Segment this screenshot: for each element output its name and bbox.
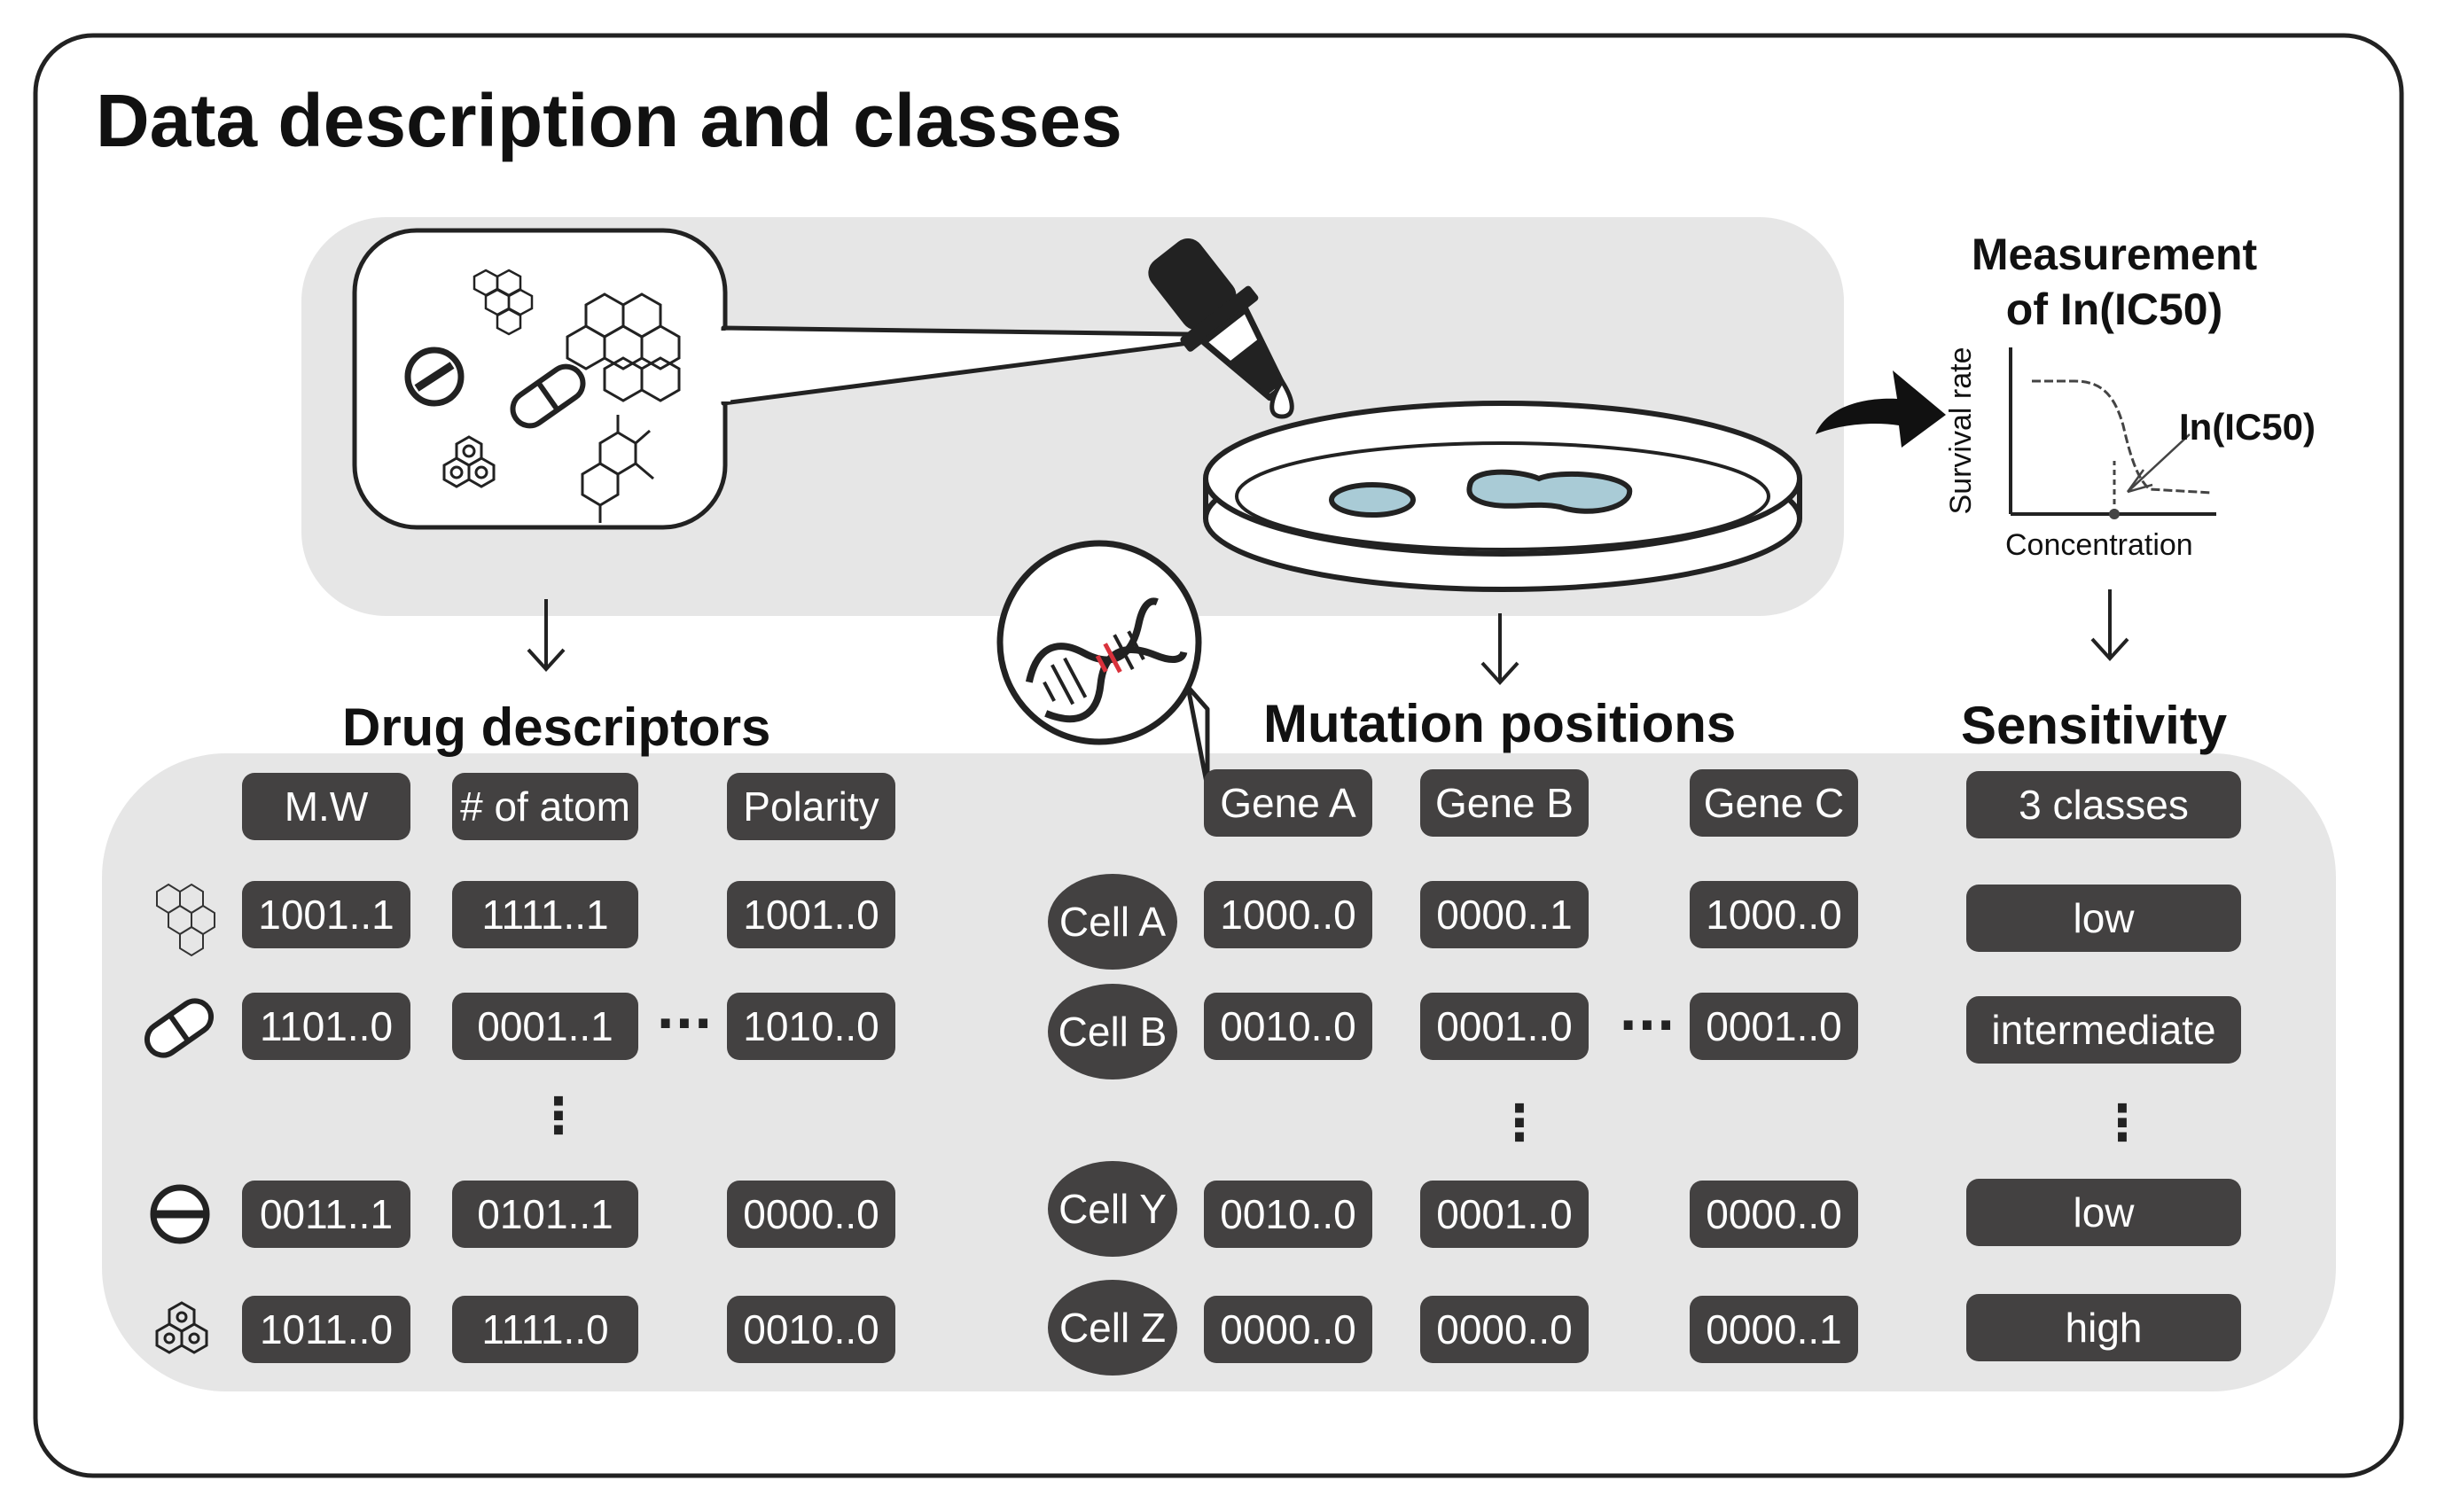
drug-header-mw: M.W — [242, 773, 410, 840]
sensitivity-value: high — [1966, 1294, 2241, 1361]
drug-cell: 0010..0 — [727, 1296, 895, 1363]
page-title: Data description and classes — [96, 79, 1122, 162]
drug-cell: 1101..0 — [242, 993, 410, 1060]
drug-cell: 0001..1 — [452, 993, 638, 1060]
mutation-ellipsis-horizontal: ··· — [1619, 997, 1675, 1055]
sensitivity-ellipsis-vertical: ⋮ — [2097, 1095, 2147, 1152]
drug-cell: 1001..1 — [242, 881, 410, 948]
drug-header-polarity: Polarity — [727, 773, 895, 840]
petri-dish-icon — [1203, 401, 1802, 592]
dropper-icon — [1148, 238, 1287, 401]
tablet-molecule-icon — [404, 347, 465, 407]
gene-header-c: Gene C — [1690, 769, 1858, 837]
down-arrow-icon — [1480, 613, 1519, 685]
mutation-cell: 0000..0 — [1690, 1181, 1858, 1248]
drug-cell: 0000..0 — [727, 1181, 895, 1248]
y-axis-label: Survival rate — [1944, 347, 1978, 515]
ic50-marker-label: In(IC50) — [2179, 406, 2316, 448]
polycyclic-molecule-icon — [566, 292, 681, 402]
mutation-cell: 0001..0 — [1420, 1181, 1589, 1248]
drug-cell: 1111..0 — [452, 1296, 638, 1363]
sensitivity-value: intermediate — [1966, 996, 2241, 1064]
drug-cell: 1011..0 — [242, 1296, 410, 1363]
mutation-cell: 1000..0 — [1204, 881, 1372, 948]
dna-magnifier — [996, 540, 1210, 790]
droplet-icon — [1269, 377, 1294, 419]
mutation-cell: 0010..0 — [1204, 993, 1372, 1060]
drug-cell: 1001..0 — [727, 881, 895, 948]
mutation-cell: 0000..0 — [1420, 1296, 1589, 1363]
mutation-cell: 0000..1 — [1690, 1296, 1858, 1363]
small-hexagon-molecule-icon — [473, 269, 534, 336]
mutation-cell: 0000..1 — [1420, 881, 1589, 948]
drug-cell: 1111..1 — [452, 881, 638, 948]
drug-descriptors-label: Drug descriptors — [342, 698, 771, 757]
sensitivity-value: low — [1966, 885, 2241, 952]
curved-arrow-icon — [1816, 370, 1946, 448]
measurement-title-line2: of In(IC50) — [2005, 284, 2223, 334]
mutation-cell: 1000..0 — [1690, 881, 1858, 948]
tablet-icon — [150, 1184, 210, 1244]
drug-header-atoms: # of atom — [452, 773, 638, 840]
drug-ellipsis-horizontal: ··· — [656, 995, 713, 1053]
x-axis-label: Concentration — [2005, 528, 2193, 562]
measurement-title-line1: Measurement — [1971, 230, 2258, 279]
cell-line-label: Cell A — [1048, 874, 1177, 970]
sensitivity-value: low — [1966, 1179, 2241, 1246]
mutation-cell: 0000..0 — [1204, 1296, 1372, 1363]
capsule-icon — [144, 998, 215, 1058]
sensitivity-label: Sensitivity — [1961, 696, 2228, 755]
gene-header-a: Gene A — [1204, 769, 1372, 837]
mutation-cell: 0001..0 — [1690, 993, 1858, 1060]
drug-cell: 0101..1 — [452, 1181, 638, 1248]
down-arrow-icon — [527, 599, 566, 672]
gene-header-b: Gene B — [1420, 769, 1589, 837]
mutation-ellipsis-vertical: ⋮ — [1495, 1095, 1544, 1152]
mutation-cell: 0010..0 — [1204, 1181, 1372, 1248]
benzene-trio-icon — [155, 1301, 208, 1354]
steroid-molecule-icon — [581, 415, 654, 523]
capsule-molecule-icon — [510, 363, 586, 429]
drug-ellipsis-vertical: ⋮ — [534, 1087, 583, 1145]
cell-line-label: Cell B — [1048, 984, 1177, 1079]
dna-icon — [1025, 597, 1188, 723]
dose-response-plot — [2009, 347, 2216, 519]
down-arrow-icon — [2090, 589, 2129, 661]
mutation-cell: 0001..0 — [1420, 993, 1589, 1060]
sensitivity-header: 3 classes — [1966, 771, 2241, 838]
cell-line-label: Cell Y — [1048, 1161, 1177, 1257]
mutation-positions-label: Mutation positions — [1263, 694, 1737, 753]
hexagon-cluster-icon — [156, 883, 215, 957]
cell-line-label: Cell Z — [1048, 1280, 1177, 1376]
drug-cell: 0011..1 — [242, 1181, 410, 1248]
benzene-molecule-icon — [442, 435, 496, 488]
drug-cell: 1010..0 — [727, 993, 895, 1060]
